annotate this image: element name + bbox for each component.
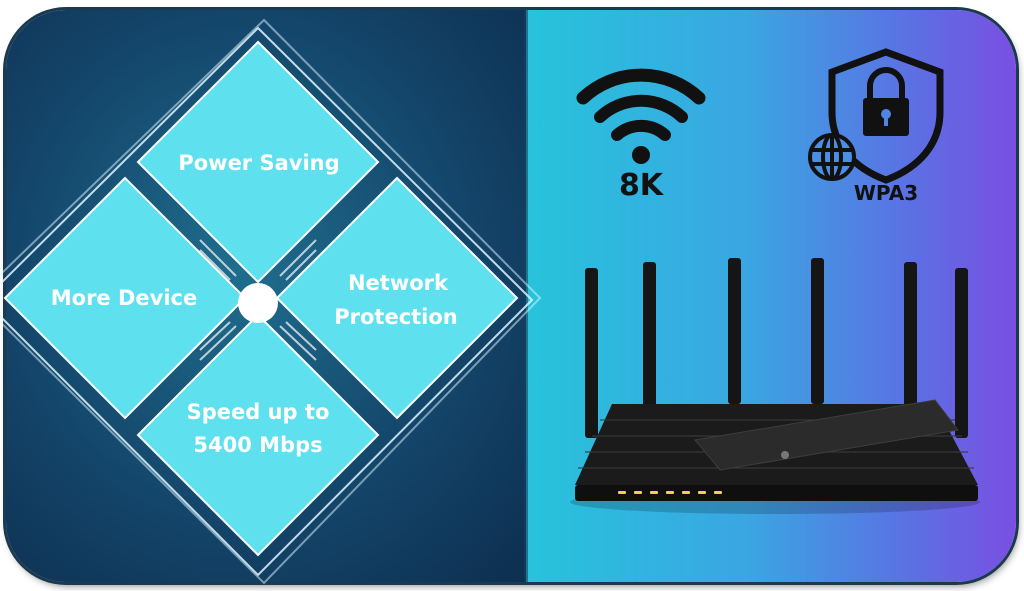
tile-label: Network xyxy=(348,271,449,295)
tile-power-saving: Power Saving xyxy=(136,40,380,284)
tile-connectors xyxy=(199,239,317,361)
tile-label: Protection xyxy=(334,305,458,329)
globe-icon xyxy=(808,133,856,181)
tile-more-device: More Device xyxy=(3,176,247,420)
tile-network-protection: Network Protection xyxy=(275,176,519,420)
tile-label: 5400 Mbps xyxy=(193,433,322,457)
security-badge-label: WPA3 xyxy=(854,181,918,205)
wifi-icon xyxy=(576,68,706,164)
tile-label: Speed up to xyxy=(187,400,330,424)
tile-label: Power Saving xyxy=(178,151,339,175)
panel-divider xyxy=(524,10,528,582)
diamond-frame xyxy=(0,18,542,585)
tile-label: More Device xyxy=(51,286,198,310)
router-image xyxy=(570,258,980,514)
center-dot xyxy=(238,283,278,323)
shield-lock-icon xyxy=(828,48,944,184)
wifi-badge-label: 8K xyxy=(619,168,665,203)
tile-speed: Speed up to 5400 Mbps xyxy=(136,313,380,557)
